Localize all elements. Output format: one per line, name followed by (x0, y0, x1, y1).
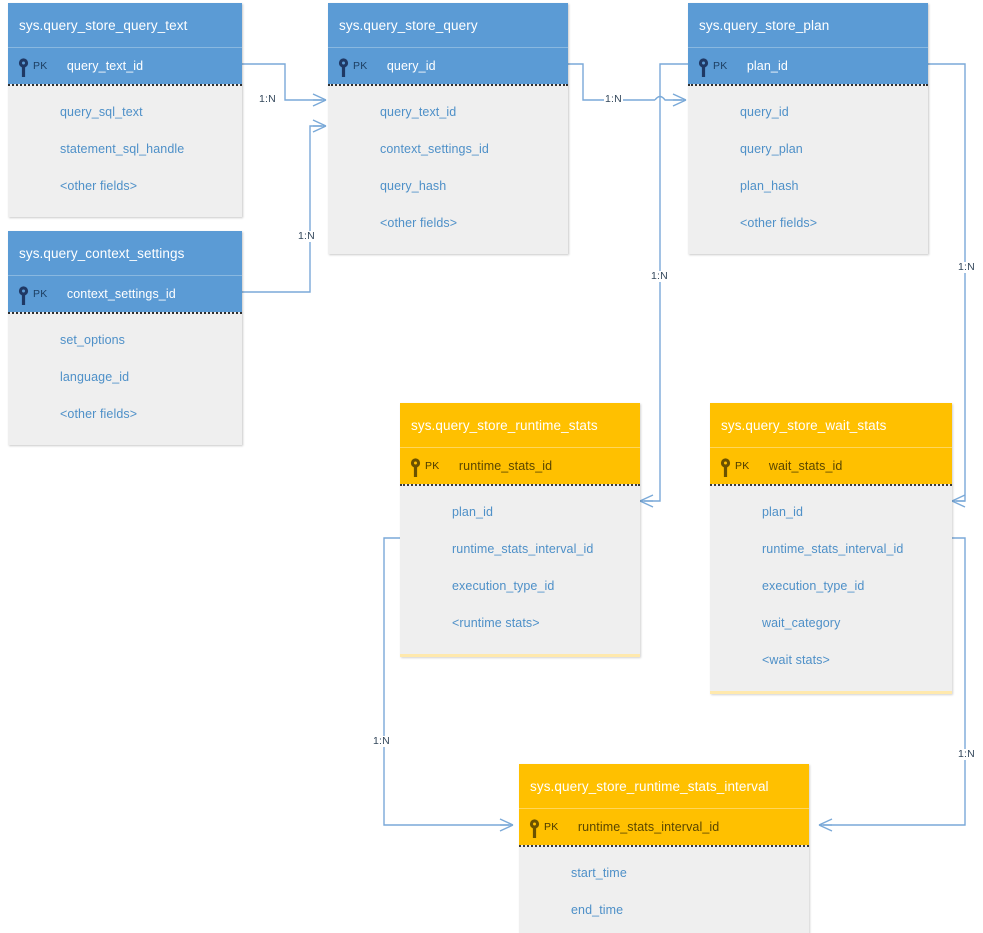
field: runtime_stats_interval_id (762, 542, 904, 556)
edge-label-cardinality: 1:N (957, 748, 976, 760)
entity-query-store-wait-stats[interactable]: sys.query_store_wait_stats PK wait_stats… (710, 403, 952, 694)
entity-fields: query_id query_plan plan_hash <other fie… (688, 84, 928, 254)
field: plan_id (452, 505, 494, 519)
pk-field-name: plan_id (746, 59, 788, 73)
field: wait_category (762, 616, 841, 630)
field: end_time (571, 903, 624, 917)
field: query_hash (380, 179, 447, 193)
field: language_id (60, 370, 130, 384)
edge-label-cardinality: 1:N (957, 261, 976, 273)
field: query_text_id (380, 105, 457, 119)
field: <runtime stats> (452, 616, 540, 630)
pk-label: PK (735, 460, 750, 472)
entity-query-store-runtime-stats[interactable]: sys.query_store_runtime_stats PK runtime… (400, 403, 640, 657)
pk-field-name: query_id (386, 59, 436, 73)
edge-context-settings-to-query (242, 119, 327, 293)
key-icon (720, 456, 731, 477)
entity-fields: plan_id runtime_stats_interval_id execut… (710, 484, 952, 691)
entity-fields: query_text_id context_settings_id query_… (328, 84, 568, 254)
pk-label: PK (353, 60, 368, 72)
entity-primary-key-row[interactable]: PK query_text_id (8, 48, 242, 84)
entity-primary-key-row[interactable]: PK wait_stats_id (710, 448, 952, 484)
entity-primary-key-row[interactable]: PK runtime_stats_interval_id (519, 809, 809, 845)
entity-title: sys.query_context_settings (8, 231, 242, 276)
entity-query-store-query[interactable]: sys.query_store_query PK query_id query_… (328, 3, 568, 254)
entity-primary-key-row[interactable]: PK query_id (328, 48, 568, 84)
field: runtime_stats_interval_id (452, 542, 594, 556)
field: query_id (740, 105, 789, 119)
field: <other fields> (60, 407, 138, 421)
field: plan_hash (740, 179, 799, 193)
entity-fields: start_time end_time (519, 845, 809, 933)
key-icon (529, 817, 540, 838)
field: <other fields> (60, 179, 138, 193)
pk-label: PK (33, 60, 48, 72)
pk-label: PK (33, 288, 48, 300)
entity-query-context-settings[interactable]: sys.query_context_settings PK context_se… (8, 231, 242, 445)
entity-title: sys.query_store_wait_stats (710, 403, 952, 448)
edge-query-to-plan (568, 63, 687, 107)
pk-label: PK (544, 821, 559, 833)
field: start_time (571, 866, 627, 880)
pk-field-name: runtime_stats_id (458, 459, 553, 473)
entity-fields: set_options language_id <other fields> (8, 312, 242, 445)
pk-field-name: context_settings_id (66, 287, 176, 301)
edge-query-text-to-query (242, 63, 327, 107)
field: query_plan (740, 142, 803, 156)
entity-primary-key-row[interactable]: PK plan_id (688, 48, 928, 84)
key-icon (338, 56, 349, 77)
entity-query-store-plan[interactable]: sys.query_store_plan PK plan_id query_id… (688, 3, 928, 254)
entity-query-store-query-text[interactable]: sys.query_store_query_text PK query_text… (8, 3, 242, 217)
field: context_settings_id (380, 142, 489, 156)
key-icon (18, 56, 29, 77)
edge-plan-to-runtime-stats (639, 63, 688, 508)
edge-label-cardinality: 1:N (258, 93, 277, 105)
edge-label-cardinality: 1:N (297, 230, 316, 242)
key-icon (18, 284, 29, 305)
entity-title: sys.query_store_runtime_stats_interval (519, 764, 809, 809)
entity-primary-key-row[interactable]: PK context_settings_id (8, 276, 242, 312)
pk-field-name: wait_stats_id (768, 459, 843, 473)
pk-label: PK (713, 60, 728, 72)
pk-field-name: query_text_id (66, 59, 144, 73)
entity-query-store-runtime-stats-interval[interactable]: sys.query_store_runtime_stats_interval P… (519, 764, 809, 933)
entity-fields: query_sql_text statement_sql_handle <oth… (8, 84, 242, 217)
field: execution_type_id (762, 579, 865, 593)
edge-label-cardinality: 1:N (650, 270, 669, 282)
key-icon (410, 456, 421, 477)
entity-fields: plan_id runtime_stats_interval_id execut… (400, 484, 640, 654)
entity-title: sys.query_store_query_text (8, 3, 242, 48)
entity-title: sys.query_store_runtime_stats (400, 403, 640, 448)
edge-label-cardinality: 1:N (604, 93, 623, 105)
field: <wait stats> (762, 653, 830, 667)
key-icon (698, 56, 709, 77)
field: query_sql_text (60, 105, 143, 119)
entity-title: sys.query_store_plan (688, 3, 928, 48)
pk-label: PK (425, 460, 440, 472)
entity-title: sys.query_store_query (328, 3, 568, 48)
field: plan_id (762, 505, 804, 519)
entity-primary-key-row[interactable]: PK runtime_stats_id (400, 448, 640, 484)
edge-label-cardinality: 1:N (372, 735, 391, 747)
field: <other fields> (740, 216, 818, 230)
field: <other fields> (380, 216, 458, 230)
pk-field-name: runtime_stats_interval_id (577, 820, 720, 834)
field: statement_sql_handle (60, 142, 185, 156)
field: set_options (60, 333, 126, 347)
field: execution_type_id (452, 579, 555, 593)
